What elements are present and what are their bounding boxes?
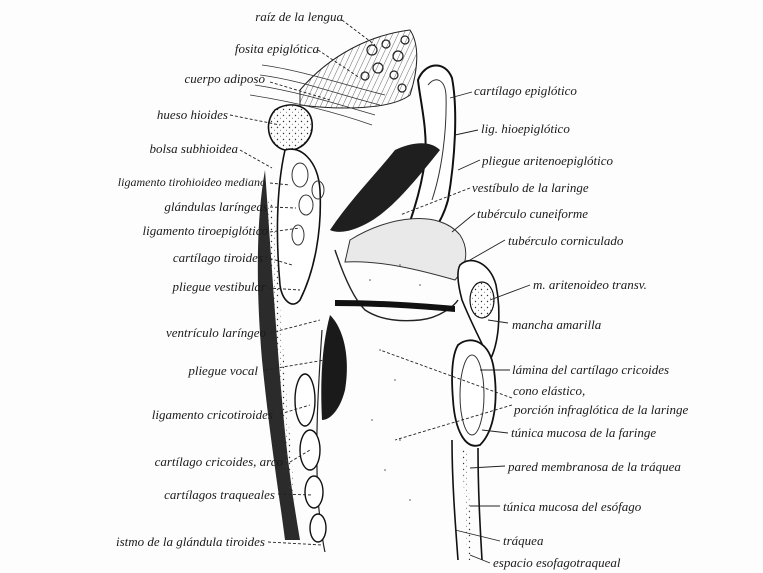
label-pliegue-vestibular: pliegue vestibular xyxy=(172,280,266,293)
label-cartilago-cricoides-arco: cartílago cricoides, arco xyxy=(155,455,283,468)
label-tunica-mucosa-esofago: túnica mucosa del esófago xyxy=(503,500,641,513)
label-pared-membranosa-traquea: pared membranosa de la tráquea xyxy=(508,460,681,473)
label-tuberculo-cuneiforme: tubérculo cuneiforme xyxy=(477,207,588,220)
label-traquea: tráquea xyxy=(503,534,543,547)
label-hueso-hioides: hueso hioides xyxy=(157,108,228,121)
label-ventriculo-laringeo: ventrículo laríngeo xyxy=(166,326,266,339)
label-raiz-lengua: raíz de la lengua xyxy=(255,10,343,23)
label-istmo-glandula-tiroides: istmo de la glándula tiroides xyxy=(116,535,265,548)
label-cono-elastico: cono elástico, xyxy=(513,384,585,397)
aryepiglottic-shadow xyxy=(345,219,466,280)
label-cartilago-tiroides: cartílago tiroides xyxy=(173,251,263,264)
label-fosita-epiglotica: fosita epiglótica xyxy=(235,42,319,55)
cricoid-lamina-shape xyxy=(452,340,496,445)
label-cartilagos-traqueales: cartílagos traqueales xyxy=(164,488,275,501)
label-ligamento-cricotiroides: ligamento cricotiroides xyxy=(152,408,273,421)
thyroid-cartilage-shape xyxy=(277,149,320,304)
label-m-aritenoideo-transv: m. aritenoideo transv. xyxy=(533,278,647,291)
posterior-wall xyxy=(452,440,458,560)
label-cuerpo-adiposo: cuerpo adiposo xyxy=(184,72,265,85)
label-pliegue-aritenoepiglotico: pliegue aritenoepiglótico xyxy=(482,154,613,167)
vestibular-fold-bar xyxy=(335,300,455,312)
posterior-wall-inner xyxy=(465,450,470,560)
label-pliegue-vocal: pliegue vocal xyxy=(188,364,258,377)
label-tunica-mucosa-faringe: túnica mucosa de la faringe xyxy=(511,426,656,439)
label-porcion-infraglotica: porción infraglótica de la laringe xyxy=(514,403,688,416)
label-lig-hioepiglotico: lig. hioepiglótico xyxy=(481,122,570,135)
label-vestibulo-laringe: vestíbulo de la laringe xyxy=(472,181,589,194)
hyoid-bone-shape xyxy=(268,105,312,150)
esophageal-wall xyxy=(478,448,482,560)
label-tuberculo-corniculado: tubérculo corniculado xyxy=(508,234,623,247)
label-cartilago-epiglotico: cartílago epiglótico xyxy=(474,84,577,97)
lumen-dots xyxy=(369,264,421,501)
label-mancha-amarilla: mancha amarilla xyxy=(512,318,601,331)
label-bolsa-subhioidea: bolsa subhioidea xyxy=(150,142,238,155)
label-ligamento-tirohioideo: ligamento tirohioideo mediano xyxy=(118,176,266,188)
label-ligamento-tiroepiglotico: ligamento tiroepiglótico xyxy=(142,224,268,237)
vocal-fold-shadow xyxy=(321,315,347,420)
label-glandulas-laringeas: glándulas laríngeas xyxy=(164,200,268,213)
label-lamina-cartilago-cricoides: lámina del cartílago cricoides xyxy=(512,363,669,376)
label-espacio-esofagotraqueal: espacio esofagotraqueal xyxy=(493,556,620,569)
